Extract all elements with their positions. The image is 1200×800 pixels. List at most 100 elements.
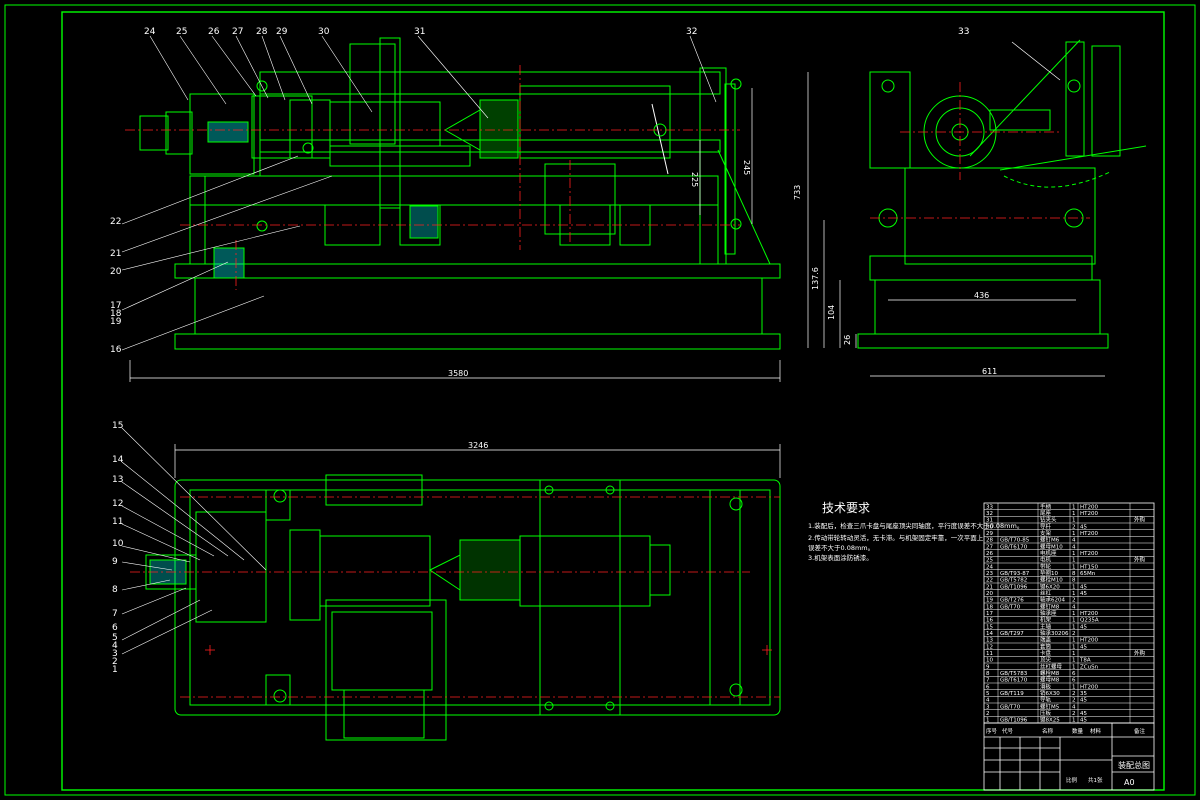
parts-cell-name: 丝杠 xyxy=(1040,589,1052,597)
parts-cell-qty: 1 xyxy=(1072,618,1076,624)
parts-cell-qty: 1 xyxy=(1072,558,1076,564)
parts-cell-no: 13 xyxy=(986,638,993,644)
parts-cell-no: 2 xyxy=(986,711,990,717)
parts-cell-name: 键6X20 xyxy=(1040,582,1060,590)
parts-cell-no: 26 xyxy=(986,551,993,557)
parts-cell-no: 1 xyxy=(986,718,990,724)
parts-header-qty: 数量 xyxy=(1072,727,1084,735)
label-13: 13 xyxy=(112,475,123,485)
label-10: 10 xyxy=(112,539,124,549)
notes-line-3: 误差不大于0.08mm。 xyxy=(808,543,874,552)
label-18: 18 xyxy=(110,309,122,319)
label-30: 30 xyxy=(318,27,330,37)
parts-header-remark: 备注 xyxy=(1134,727,1146,735)
label-20: 20 xyxy=(110,267,122,277)
parts-cell-qty: 1 xyxy=(1072,591,1076,597)
parts-cell-name: 垫圈10 xyxy=(1040,569,1058,577)
label-9: 9 xyxy=(112,557,118,567)
side-dim-h-b: 104 xyxy=(827,305,836,320)
parts-cell-no: 14 xyxy=(986,631,993,637)
parts-cell-no: 30 xyxy=(986,524,993,530)
parts-cell-remark: 外购 xyxy=(1134,556,1146,564)
label-11: 11 xyxy=(112,517,123,527)
parts-cell-name: 主轴 xyxy=(1040,622,1052,630)
parts-row: 25 电机 1 外购 xyxy=(986,556,1146,564)
label-24: 24 xyxy=(144,27,156,37)
parts-cell-material: 45 xyxy=(1080,584,1087,590)
parts-cell-name: 螺母M8 xyxy=(1040,676,1060,684)
parts-cell-qty: 4 xyxy=(1072,544,1076,550)
label-15: 15 xyxy=(112,421,123,431)
parts-cell-material: 45 xyxy=(1080,698,1087,704)
parts-cell-no: 25 xyxy=(986,558,993,564)
parts-cell-name: 滑板 xyxy=(1040,682,1052,690)
label-2: 2 xyxy=(112,657,118,667)
label-8: 8 xyxy=(112,585,118,595)
parts-cell-qty: 4 xyxy=(1072,704,1076,710)
label-4: 4 xyxy=(112,641,118,651)
parts-cell-name: 卡盘 xyxy=(1040,649,1052,657)
parts-cell-code: GB/T70 xyxy=(1000,604,1021,610)
parts-header-code: 代号 xyxy=(1002,727,1014,735)
parts-cell-name: 尾座 xyxy=(1040,509,1052,517)
parts-cell-qty: 1 xyxy=(1072,624,1076,630)
parts-cell-name: 电机 xyxy=(1040,556,1052,564)
label-27: 27 xyxy=(232,27,243,37)
top-left-labels: 15 14 13 12 11 10 9 8 7 6 5 4 3 2 1 xyxy=(112,421,124,675)
parts-cell-code: GB/T276 xyxy=(1000,598,1024,604)
parts-cell-no: 15 xyxy=(986,624,993,630)
label-3: 3 xyxy=(112,649,118,659)
parts-cell-no: 16 xyxy=(986,618,993,624)
parts-cell-no: 32 xyxy=(986,511,993,517)
side-dim-inner: 436 xyxy=(974,291,989,300)
parts-cell-material: HT200 xyxy=(1080,531,1098,537)
parts-header-no: 序号 xyxy=(986,727,998,735)
top-leaders xyxy=(121,427,267,655)
side-dim-width: 611 xyxy=(982,367,997,376)
parts-cell-name: 键8X25 xyxy=(1040,716,1060,724)
top-view xyxy=(145,474,781,741)
parts-cell-code: GB/T70-85 xyxy=(1000,538,1030,544)
parts-cell-no: 7 xyxy=(986,678,990,684)
parts-cell-no: 10 xyxy=(986,658,993,664)
top-centerlines xyxy=(130,496,780,698)
parts-cell-no: 9 xyxy=(986,664,990,670)
parts-cell-qty: 8 xyxy=(1072,571,1076,577)
label-22: 22 xyxy=(110,217,121,227)
parts-cell-qty: 1 xyxy=(1072,718,1076,724)
parts-cell-code: GB/T6170 xyxy=(1000,678,1028,684)
parts-cell-material: 65Mn xyxy=(1080,571,1096,577)
parts-cell-no: 12 xyxy=(986,644,993,650)
parts-cell-name: 套筒 xyxy=(1040,642,1052,650)
parts-cell-qty: 2 xyxy=(1072,631,1076,637)
parts-cell-no: 8 xyxy=(986,671,990,677)
parts-cell-name: 螺母M10 xyxy=(1040,542,1063,550)
parts-cell-code: GB/T6170 xyxy=(1000,544,1028,550)
parts-cell-material: 45 xyxy=(1080,591,1087,597)
parts-cell-qty: 1 xyxy=(1072,664,1076,670)
parts-cell-no: 31 xyxy=(986,518,993,524)
parts-cell-no: 28 xyxy=(986,538,993,544)
parts-cell-material: HT200 xyxy=(1080,684,1098,690)
parts-cell-qty: 1 xyxy=(1072,518,1076,524)
parts-cell-name: 螺栓M8 xyxy=(1040,669,1060,677)
label-25: 25 xyxy=(176,27,187,37)
